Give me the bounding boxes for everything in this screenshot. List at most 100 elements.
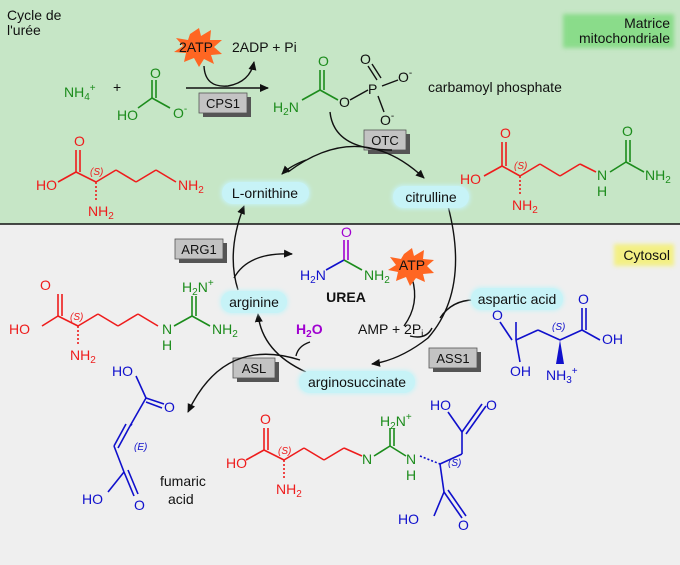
citrulline-nh2-urea: NH2 [645,167,671,186]
fumaric-o-bottom: O [134,497,145,513]
arginine-to-urea-arrow [233,249,293,279]
cycle-title-line1: Cycle de [7,7,62,23]
urea-o: O [341,224,352,240]
cycle-title-line2: l'urée [7,22,41,38]
amp-out-arrow [409,327,433,338]
aspartic-acid-label: aspartic acid [478,291,557,307]
ornithine-ho: HO [36,177,57,193]
cytosol-region [0,224,680,565]
enzyme-arg1-box: ARG1 [174,238,227,263]
citrulline-ho: HO [460,171,481,187]
ornithine-nh2-delta: NH2 [178,177,204,196]
argininosuccinate-structure [245,403,487,519]
argininosuccinate-to-arginine-arrow [254,313,307,373]
fumaric-ho-top: HO [112,363,133,379]
asuc-stereo-left: (S) [278,446,291,457]
cp-h2n: H2N [273,99,299,118]
asuc-ho: HO [226,455,247,471]
citrulline-urea-o: O [622,123,633,139]
ornithine-nh2-alpha: NH2 [88,203,114,222]
bicarbonate-om: O- [173,104,187,121]
atp-consumption-arrow [203,61,257,87]
cp-carbonyl-o: O [318,53,329,69]
argininosuccinate-label: arginosuccinate [308,374,406,390]
enzyme-cps1-label: CPS1 [206,96,240,111]
urea-nh2: NH2 [364,267,390,286]
atp-star-cytosol [388,248,434,286]
water-to-asl-arrow [295,341,311,357]
arginine-n: N [162,321,172,337]
aspartic-o-side: O [492,307,503,323]
asuc-ho-top: HO [430,397,451,413]
asuc-o: O [260,411,271,427]
aspartic-oh-side: OH [510,363,531,379]
fumaric-stereo: (E) [134,442,147,453]
fumaric-name-line1: fumaric [160,473,206,489]
asuc-nh2: NH2 [276,481,302,500]
cp-to-otc-arrow [329,111,393,151]
carbamoyl-phosphate-structure [301,70,339,101]
citrulline-structure [483,140,645,194]
fumaric-o-top: O [164,399,175,415]
cp-p: P [368,81,377,97]
aspartic-o-top: O [578,291,589,307]
arginine-pill: arginine [220,290,288,314]
arginine-h: H [162,337,172,353]
citrulline-to-argininosuccinate-arrow [371,205,457,367]
enzyme-asl-box: ASL [232,357,279,382]
aspartic-stereo: (S) [552,322,565,333]
ornithine-o: O [74,133,85,149]
atp-to-ass1-arrow [403,277,416,327]
aspartic-oh: OH [602,331,623,347]
citrulline-o: O [500,125,511,141]
cp-po-o: O [360,51,371,67]
arginine-nh2-alpha: NH2 [70,347,96,366]
mito-label-line2: mitochondriale [579,30,670,46]
asuc-o-bottom: O [458,517,469,533]
citrulline-n: N [597,167,607,183]
enzyme-arg1-label: ARG1 [181,242,216,257]
amp-out-rendered: AMP + 2Pi [358,321,423,340]
ornithine-stereo: (S) [90,167,103,178]
arginine-h2n-plus: H2N+ [182,278,214,298]
ornithine-to-citrulline-head [281,159,307,175]
ornithine-pill: L-ornithine [221,181,310,205]
citrulline-nh2-alpha: NH2 [512,197,538,216]
atp-star-top [174,28,222,67]
bicarbonate-o: O [150,65,161,81]
enzyme-asl-label: ASL [242,361,267,376]
ornithine-label: L-ornithine [232,185,298,201]
ornithine-structure [57,150,177,200]
bicarbonate-ho: HO [117,107,138,123]
aspartic-acid-pill: aspartic acid [470,287,564,311]
cytosol-label: Cytosol [623,247,670,263]
mito-label-line1: Matrice [624,15,670,31]
arginine-nh2-guan: NH2 [212,321,238,340]
atp-cytosol-label: ATP [399,257,425,273]
aspartic-wedge [556,340,564,364]
fumaric-acid-structure [107,375,165,497]
asuc-h2: H [406,467,416,483]
enzyme-ass1-box: ASS1 [428,347,481,372]
asuc-stereo-right: (S) [448,458,461,469]
arginine-label: arginine [229,294,279,310]
cp-om1: O- [398,68,412,85]
aspartic-acid-structure [499,308,601,363]
adp-out-label: 2ADP + Pi [232,39,297,55]
mito-label-highlight [563,14,674,48]
argininosuccinate-pill: arginosuccinate [298,370,416,394]
asuc-h2n-plus: H2N+ [380,412,412,432]
enzyme-cps1-box: CPS1 [198,92,251,117]
enzyme-otc-label: OTC [371,133,398,148]
plus-sign: + [113,79,121,95]
urea-structure [325,240,363,271]
citrulline-stereo: (S) [514,161,527,172]
cp-bridge-o: O [339,94,350,110]
arginine-o: O [40,277,51,293]
cp-om2: O- [380,111,394,128]
urea-label: UREA [326,289,366,305]
urea-h2n: H2N [300,267,326,286]
water-label: H2O [296,321,323,340]
